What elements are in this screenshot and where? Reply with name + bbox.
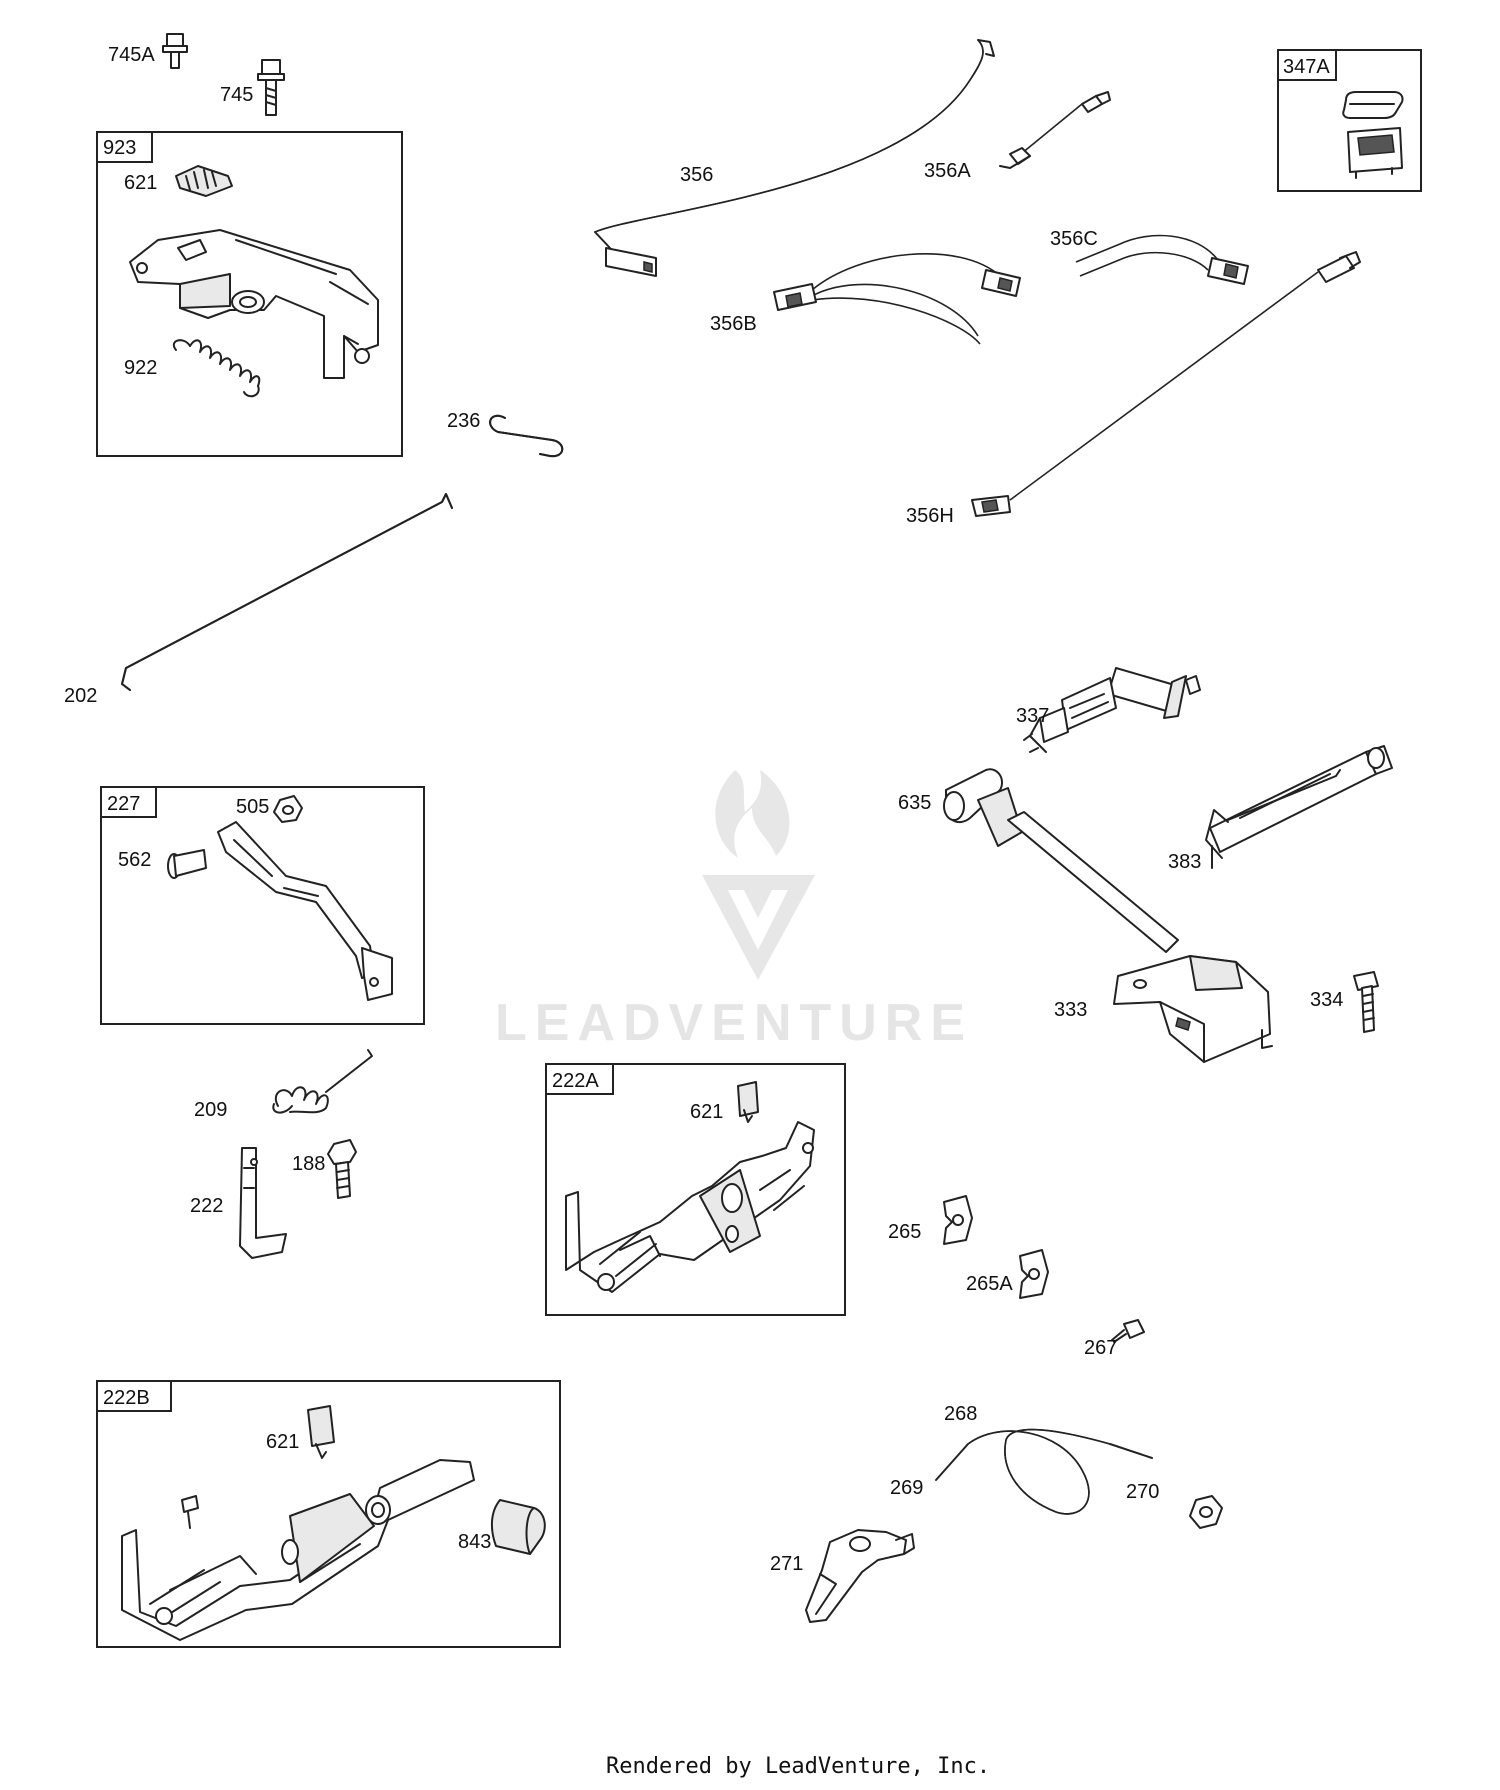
box-923 (96, 131, 403, 457)
box-923-tab (96, 131, 153, 163)
label-202: 202 (64, 685, 97, 707)
label-347a: 347A (1283, 56, 1330, 78)
label-635: 635 (898, 792, 931, 814)
label-562: 562 (118, 849, 151, 871)
label-745: 745 (220, 84, 253, 106)
label-923: 923 (103, 137, 136, 159)
wire-356h (971, 251, 1361, 517)
s-hook-236 (489, 414, 564, 458)
control-bracket-222b (121, 1459, 475, 1641)
bolt-334 (1353, 971, 1379, 1033)
wire-356a (999, 91, 1111, 169)
label-505: 505 (236, 796, 269, 818)
box-222a-tab (545, 1063, 614, 1095)
box-222b (96, 1380, 561, 1648)
clip-265a (1019, 1249, 1049, 1299)
spark-plug-337 (1023, 667, 1201, 753)
label-621-222a: 621 (690, 1101, 723, 1123)
label-843: 843 (458, 1531, 491, 1553)
wire-harness-356 (594, 39, 995, 277)
label-621-222b: 621 (266, 1431, 299, 1453)
spring-209 (272, 1049, 373, 1114)
cable-268 (935, 1428, 1153, 1515)
leadventure-watermark-logo (702, 770, 815, 980)
bolt-745a (162, 33, 188, 69)
clip-265 (943, 1195, 973, 1245)
label-356c: 356C (1050, 228, 1098, 250)
control-bracket-222a (565, 1121, 815, 1293)
label-268: 268 (944, 1403, 977, 1425)
label-209: 209 (194, 1099, 227, 1121)
pin-562 (167, 849, 207, 879)
clip-621-222b (307, 1405, 335, 1459)
label-236: 236 (447, 410, 480, 432)
label-356: 356 (680, 164, 713, 186)
label-621-top: 621 (124, 172, 157, 194)
label-922: 922 (124, 357, 157, 379)
bracket-271 (805, 1529, 915, 1623)
nut-505 (273, 795, 303, 823)
box-347a-tab (1277, 49, 1337, 81)
switch-347a (1342, 91, 1404, 179)
label-265: 265 (888, 1221, 921, 1243)
label-356b: 356B (710, 313, 757, 335)
clip-621-top (175, 165, 233, 197)
label-227: 227 (107, 793, 140, 815)
label-222b: 222B (103, 1387, 150, 1409)
label-383: 383 (1168, 851, 1201, 873)
part-383 (1205, 745, 1393, 869)
bolt-188 (327, 1139, 357, 1199)
box-347a (1277, 49, 1422, 192)
wire-harness-356b (773, 253, 1021, 345)
label-265a: 265A (966, 1273, 1013, 1295)
label-271: 271 (770, 1553, 803, 1575)
label-270: 270 (1126, 1481, 1159, 1503)
nut-270 (1189, 1495, 1223, 1529)
box-222b-tab (96, 1380, 172, 1412)
cap-843 (490, 1499, 546, 1555)
label-337: 337 (1016, 705, 1049, 727)
ignition-armature-333 (1113, 955, 1273, 1063)
footer-credit: Rendered by LeadVenture, Inc. (606, 1754, 990, 1779)
wire-harness-356c (1075, 234, 1249, 285)
spring-922 (172, 339, 261, 398)
screw-267 (1111, 1319, 1145, 1343)
bolt-745 (257, 59, 285, 116)
governor-lever-227 (217, 821, 393, 1001)
label-745a: 745A (108, 44, 155, 66)
box-227 (100, 786, 425, 1025)
clip-621-222a (737, 1081, 759, 1123)
box-222a (545, 1063, 846, 1316)
label-356a: 356A (924, 160, 971, 182)
ignition-lead-635 (943, 768, 1179, 953)
label-222: 222 (190, 1195, 223, 1217)
governor-control-bracket-923 (129, 229, 379, 379)
label-188: 188 (292, 1153, 325, 1175)
watermark-text: LEADVENTURE (495, 994, 973, 1052)
label-334: 334 (1310, 989, 1343, 1011)
label-333: 333 (1054, 999, 1087, 1021)
label-269: 269 (890, 1477, 923, 1499)
label-267: 267 (1084, 1337, 1117, 1359)
box-227-tab (100, 786, 157, 818)
rod-202 (121, 493, 453, 691)
label-222a: 222A (552, 1070, 599, 1092)
bracket-222 (239, 1147, 287, 1259)
label-356h: 356H (906, 505, 954, 527)
